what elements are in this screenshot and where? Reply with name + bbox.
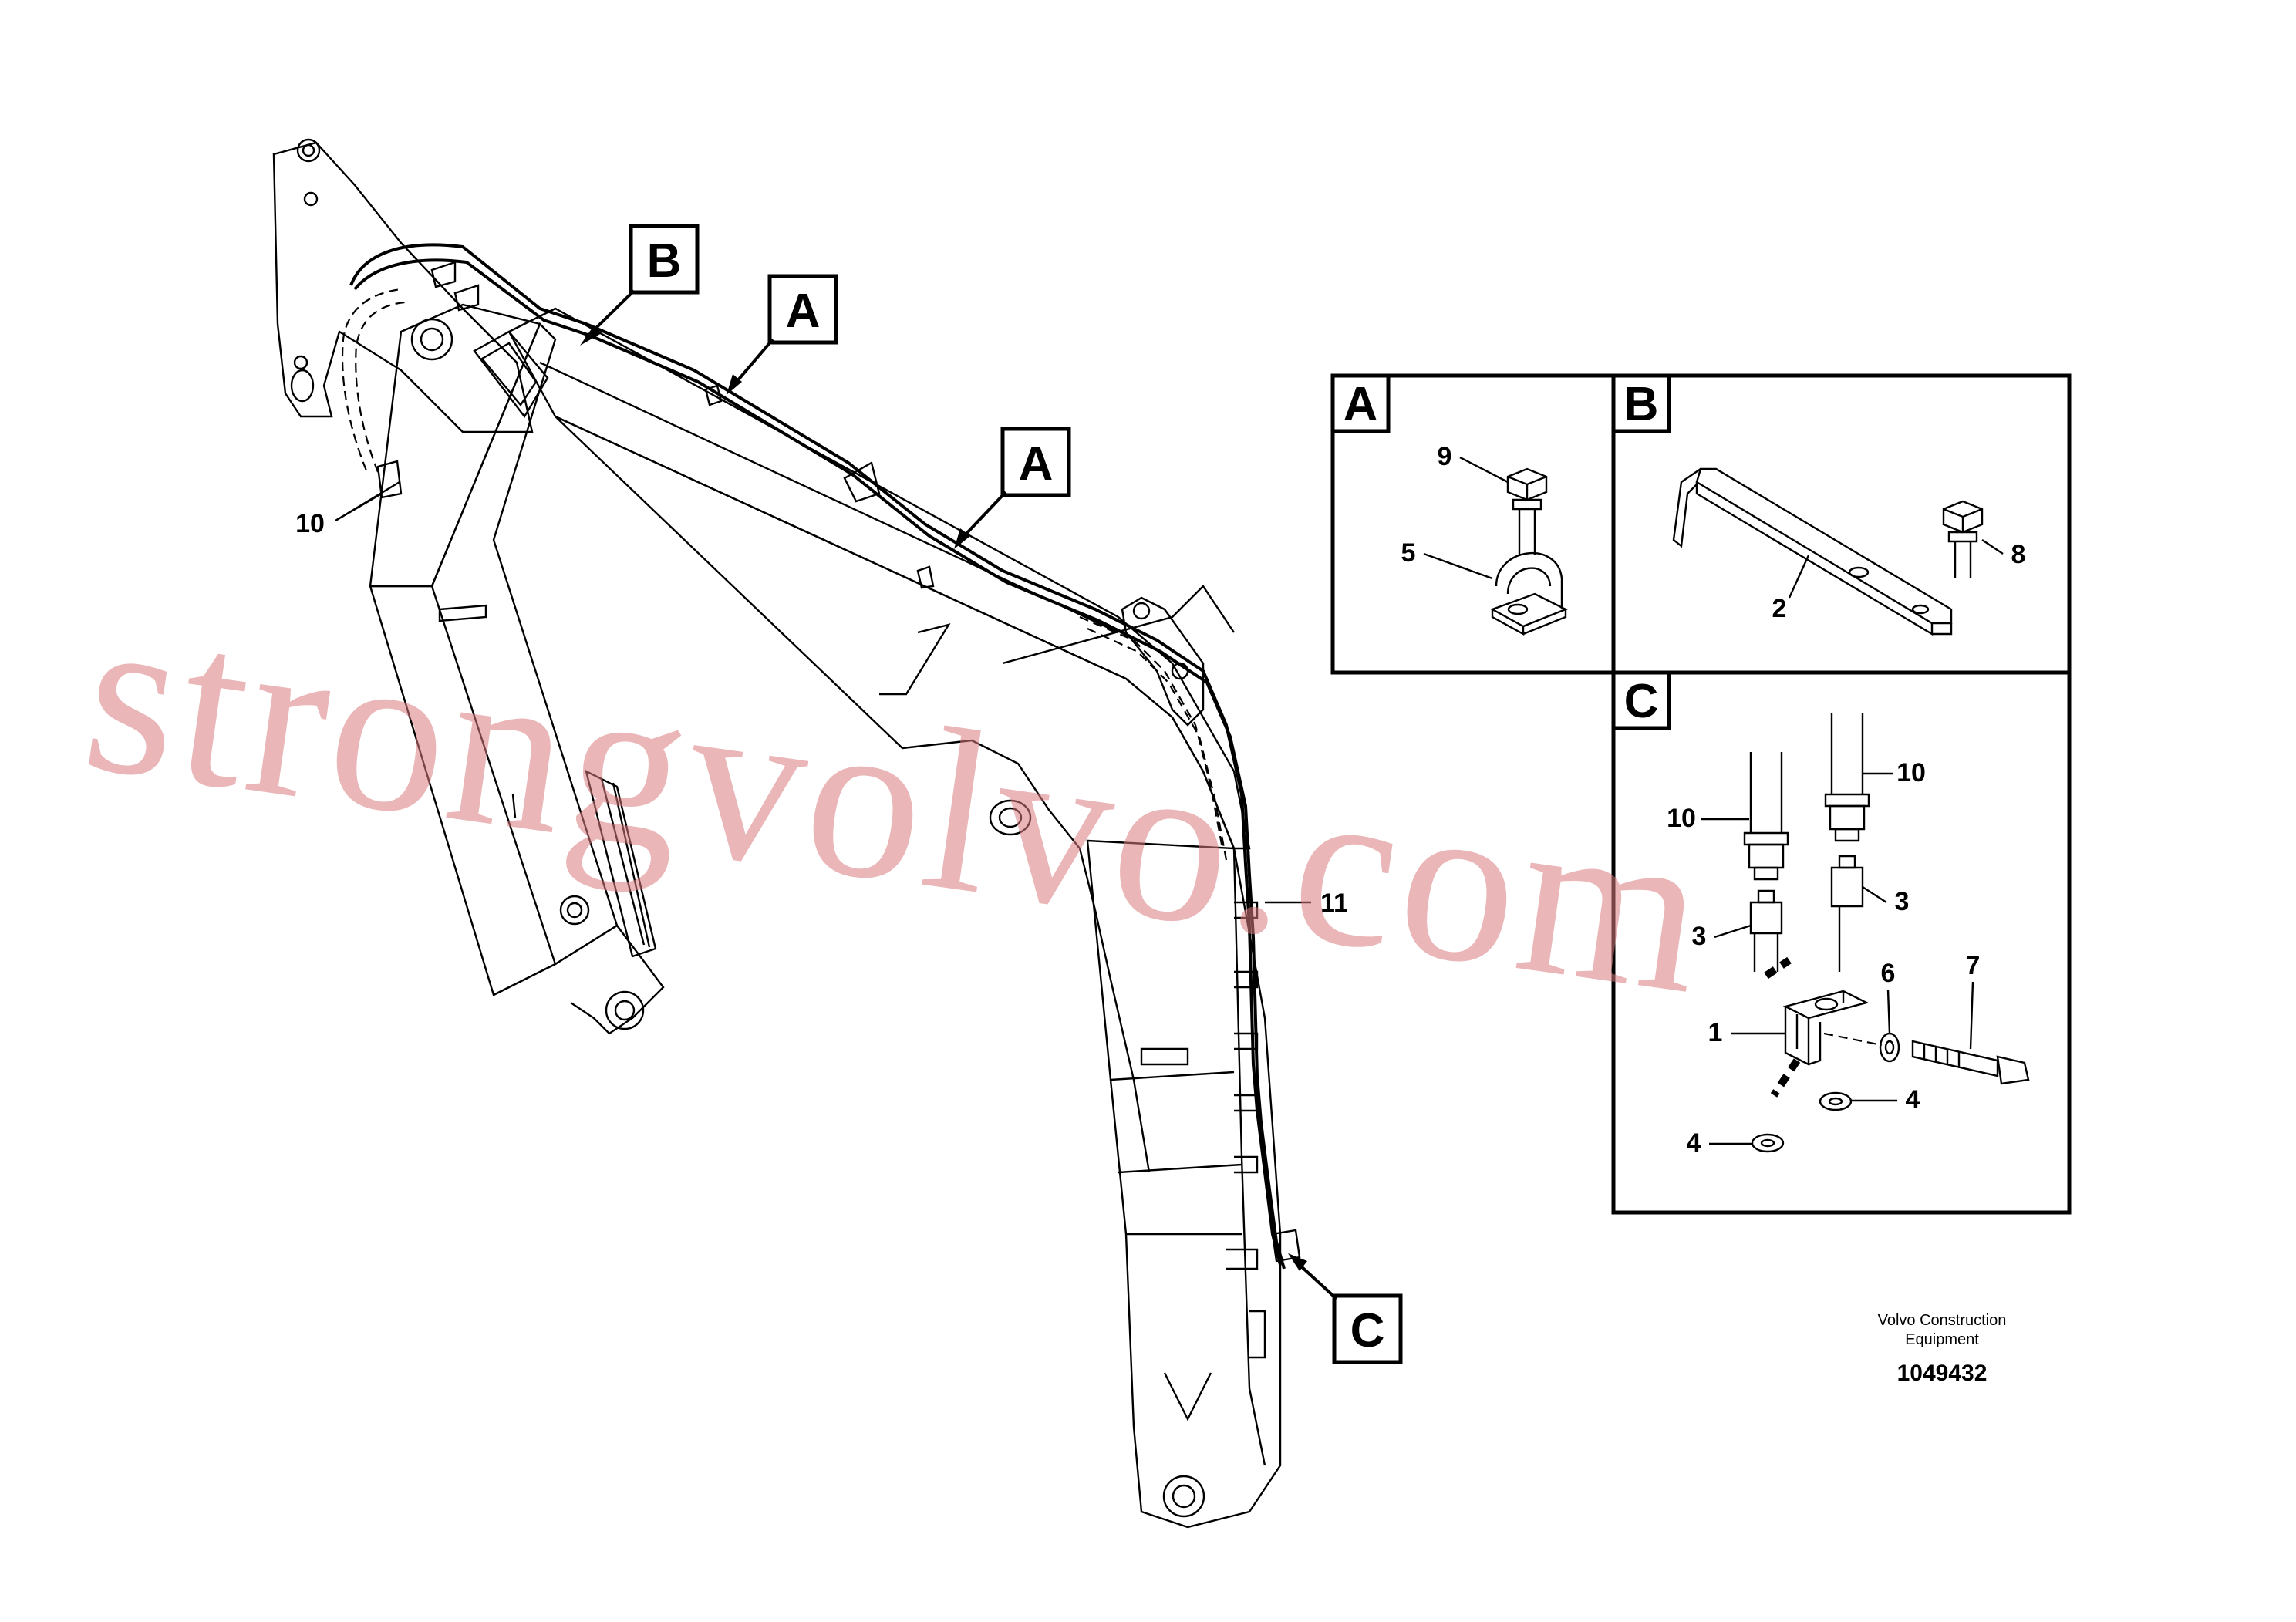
svg-text:9: 9 [1438, 442, 1452, 471]
watermark: strongvolvo.com [72, 562, 1723, 1044]
svg-text:10: 10 [1896, 758, 1926, 787]
detail-c: C [1611, 670, 2030, 1158]
svg-text:B: B [647, 234, 682, 288]
hose-fitting-right-icon [1824, 713, 1870, 972]
svg-text:10: 10 [295, 509, 325, 538]
svg-text:B: B [1624, 378, 1659, 431]
hose-routing-solid [349, 243, 1286, 1270]
svg-text:C: C [1350, 1304, 1385, 1357]
svg-text:A: A [1344, 378, 1378, 431]
bolt-icon [1823, 1032, 2030, 1085]
boom-drawing [272, 138, 1282, 1529]
svg-text:6: 6 [1881, 959, 1896, 988]
hose-routing-dashed [341, 288, 1228, 861]
svg-text:1: 1 [1708, 1018, 1723, 1047]
svg-text:11: 11 [1320, 889, 1348, 918]
clamp-icon [1490, 552, 1568, 636]
hose-clamp-left [376, 460, 403, 499]
svg-text:4: 4 [1906, 1085, 1920, 1114]
svg-text:Volvo Construction: Volvo Construction [1878, 1312, 2007, 1329]
detail-b: B 8 2 [1611, 373, 2026, 636]
callout-b-main: B [580, 224, 700, 346]
svg-text:3: 3 [1692, 922, 1707, 951]
svg-text:A: A [1019, 437, 1054, 491]
svg-text:7: 7 [1966, 951, 1981, 980]
washer-icon [1751, 1133, 1785, 1153]
svg-text:2: 2 [1772, 594, 1787, 623]
svg-text:5: 5 [1401, 538, 1416, 568]
svg-text:C: C [1624, 675, 1659, 728]
mounting-block-icon [1782, 990, 1870, 1066]
svg-text:4: 4 [1687, 1128, 1701, 1158]
footer-credit: Volvo Construction Equipment 1049432 [1878, 1312, 2007, 1386]
bracket-icon [1672, 467, 1953, 636]
washer-icon [1819, 1091, 1853, 1111]
callout-a-upper: A [727, 274, 838, 395]
label-11-main: 11 [1265, 889, 1348, 918]
bolt-icon [1506, 467, 1548, 555]
svg-text:A: A [786, 285, 821, 338]
detail-a: A 9 5 [1330, 373, 1568, 636]
detail-frame-c [1611, 670, 2072, 1215]
svg-text:10: 10 [1667, 804, 1696, 833]
callout-a-lower: A [954, 427, 1071, 549]
svg-text:1049432: 1049432 [1897, 1361, 1988, 1386]
callout-c-main: C [1288, 1253, 1403, 1364]
detail-frame-top [1330, 373, 2072, 675]
connector-block [1271, 1229, 1301, 1263]
bolt-icon [1942, 500, 1984, 578]
svg-text:3: 3 [1895, 887, 1910, 916]
svg-text:Equipment: Equipment [1905, 1331, 1979, 1348]
hose-fitting-left-icon [1743, 752, 1789, 972]
label-10-main: 10 [295, 481, 400, 538]
svg-text:8: 8 [2011, 540, 2026, 569]
washer-icon [1879, 1032, 1900, 1063]
